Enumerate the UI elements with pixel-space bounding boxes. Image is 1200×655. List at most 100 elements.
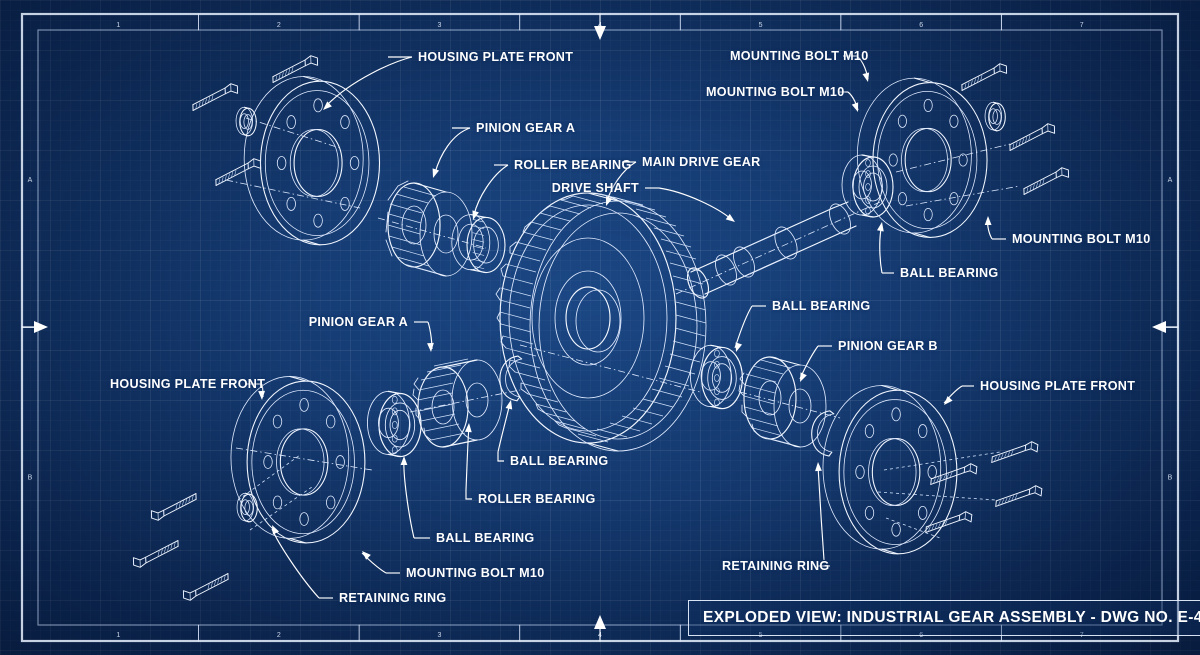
callout-retaining-ring-bottom-left: RETAINING RING — [271, 525, 447, 605]
callout-label: PINION GEAR A — [309, 315, 408, 329]
callout-label: ROLLER BEARING — [514, 158, 632, 172]
part-pinion-gear-b — [738, 356, 841, 448]
zone-number: 3 — [437, 22, 441, 29]
callout-label: BALL BEARING — [900, 266, 999, 280]
callout-ball-bearing-upper-right: BALL BEARING — [877, 222, 999, 280]
leader-line — [403, 458, 415, 539]
center-mark-top — [594, 13, 606, 40]
part-housing-plate-front-top-left — [243, 75, 381, 246]
callout-mounting-bolt-m10-bottom-left: MOUNTING BOLT M10 — [361, 551, 544, 580]
leader-line — [734, 305, 753, 349]
callout-housing-plate-front-top-left: HOUSING PLATE FRONT — [323, 50, 573, 110]
zone-letter: A — [28, 177, 33, 184]
leader-line — [473, 164, 509, 216]
leader-shoulder — [497, 452, 504, 462]
leader-arrowhead — [272, 525, 280, 535]
callout-label: PINION GEAR A — [476, 121, 575, 135]
callout-housing-plate-front-bottom-right: HOUSING PLATE FRONT — [943, 379, 1135, 405]
callout-label: RETAINING RING — [339, 591, 447, 605]
zone-number: 6 — [919, 22, 923, 29]
title-block-main: EXPLODED VIEW: INDUSTRIAL GEAR ASSEMBLY … — [688, 600, 1200, 636]
zone-number: 1 — [116, 22, 120, 29]
leader-line — [497, 402, 511, 453]
title-block: EXPLODED VIEW: INDUSTRIAL GEAR ASSEMBLY … — [688, 600, 1200, 636]
callout-retaining-ring-bottom-right: RETAINING RING — [722, 462, 830, 573]
part-pinion-gear-a-mid — [409, 358, 521, 448]
part-mounting-bolts-top-left — [191, 55, 319, 186]
center-mark-right — [1152, 321, 1179, 333]
leader-line — [879, 224, 883, 274]
gear-teeth — [499, 193, 707, 443]
leader-arrowhead — [944, 396, 953, 405]
callout-label: MAIN DRIVE GEAR — [642, 155, 761, 169]
leader-arrowhead — [464, 423, 472, 433]
callout-label: HOUSING PLATE FRONT — [418, 50, 573, 64]
leader-arrowhead — [427, 342, 434, 352]
callout-layer: HOUSING PLATE FRONT PINION GEAR A ROLLER B… — [110, 49, 1151, 605]
leader-arrowhead — [851, 102, 859, 112]
part-main-drive-gear — [495, 192, 707, 452]
zone-letter: B — [28, 474, 33, 481]
centerline-top-left — [225, 179, 361, 209]
leader-arrowhead — [984, 216, 992, 226]
callout-main-drive-gear: MAIN DRIVE GEAR — [606, 155, 761, 206]
callout-pinion-gear-b: PINION GEAR B — [799, 339, 938, 382]
callout-label: HOUSING PLATE FRONT — [980, 379, 1135, 393]
callout-label: ROLLER BEARING — [478, 492, 596, 506]
leader-arrowhead — [472, 210, 479, 220]
callout-label: MOUNTING BOLT M10 — [1012, 232, 1151, 246]
callout-label: MOUNTING BOLT M10 — [730, 49, 869, 63]
callout-label: RETAINING RING — [722, 559, 830, 573]
zone-number: 5 — [759, 22, 763, 29]
leader-line — [943, 385, 963, 404]
callout-label: HOUSING PLATE FRONT — [110, 377, 265, 391]
callout-ball-bearing-mid: BALL BEARING — [497, 400, 609, 468]
leader-arrowhead — [400, 456, 408, 466]
center-mark-bottom — [594, 615, 606, 642]
part-mounting-bolts-bottom-right — [925, 437, 1043, 538]
part-pinion-gear-a-top — [377, 180, 487, 277]
center-mark-left — [21, 321, 48, 333]
callout-ball-bearing-bottom-left: BALL BEARING — [400, 456, 534, 545]
leader-arrowhead — [323, 101, 332, 110]
zone-letter: B — [1168, 474, 1173, 481]
leader-arrowhead — [815, 462, 822, 472]
callout-label: BALL BEARING — [510, 454, 609, 468]
zone-letter: A — [1168, 177, 1173, 184]
leader-line — [465, 425, 470, 491]
callout-drive-shaft: DRIVE SHAFT — [552, 181, 735, 222]
part-roller-bearing-top — [451, 214, 506, 274]
leader-line — [361, 552, 387, 574]
leader-arrowhead — [258, 390, 265, 400]
centerline-top-left-2 — [245, 117, 341, 149]
callout-housing-plate-front-bottom-left: HOUSING PLATE FRONT — [110, 377, 265, 400]
callout-roller-bearing-top: ROLLER BEARING — [472, 158, 632, 220]
part-housing-plate-front-bottom-left — [230, 375, 366, 544]
leader-arrowhead — [800, 372, 807, 382]
part-drive-shaft — [675, 201, 881, 299]
leader-arrowhead — [725, 213, 735, 222]
callout-roller-bearing-mid: ROLLER BEARING — [464, 423, 596, 506]
zone-number: 7 — [1080, 22, 1084, 29]
callout-label: BALL BEARING — [772, 299, 871, 313]
callout-mounting-bolt-m10-top-1: MOUNTING BOLT M10 — [730, 49, 870, 82]
leader-line — [326, 56, 413, 106]
leader-shoulder — [465, 490, 472, 500]
zone-number: 2 — [277, 22, 281, 29]
callout-ball-bearing-right: BALL BEARING — [734, 299, 871, 352]
leader-arrowhead — [432, 168, 440, 178]
leader-arrowhead — [505, 400, 513, 410]
callout-label: DRIVE SHAFT — [552, 181, 639, 195]
leader-arrowhead — [877, 222, 884, 232]
callout-pinion-gear-a-top: PINION GEAR A — [432, 121, 575, 178]
callout-mounting-bolt-m10-right: MOUNTING BOLT M10 — [984, 216, 1151, 246]
leader-line — [271, 528, 320, 599]
callout-label: PINION GEAR B — [838, 339, 938, 353]
zone-number: 3 — [437, 632, 441, 639]
zone-number: 1 — [116, 632, 120, 639]
leader-arrowhead — [735, 342, 743, 352]
